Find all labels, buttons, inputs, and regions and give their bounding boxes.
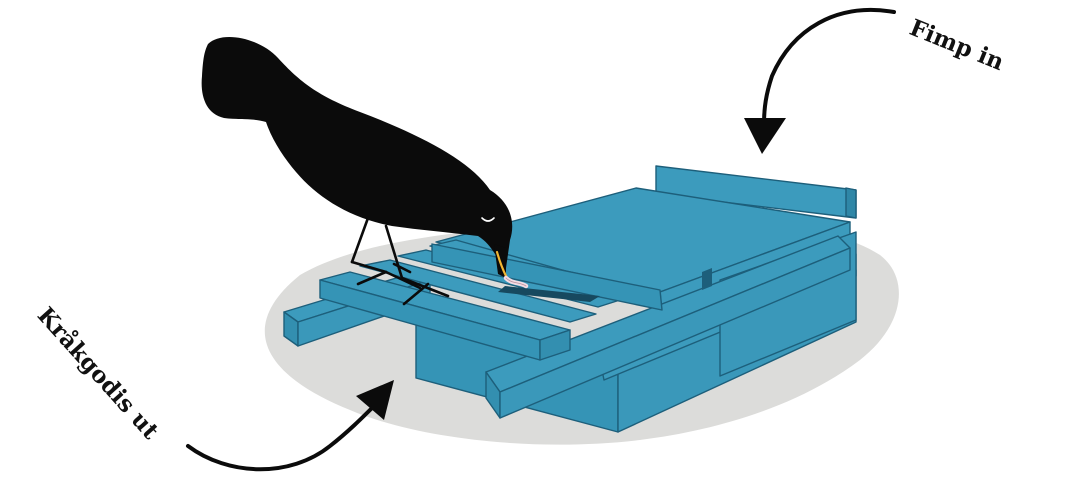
crow-icon [201,36,529,306]
feeder-box-icon [283,165,857,433]
arrow-curved-up-icon [186,380,394,472]
arrow-curved-down-icon [744,8,896,154]
